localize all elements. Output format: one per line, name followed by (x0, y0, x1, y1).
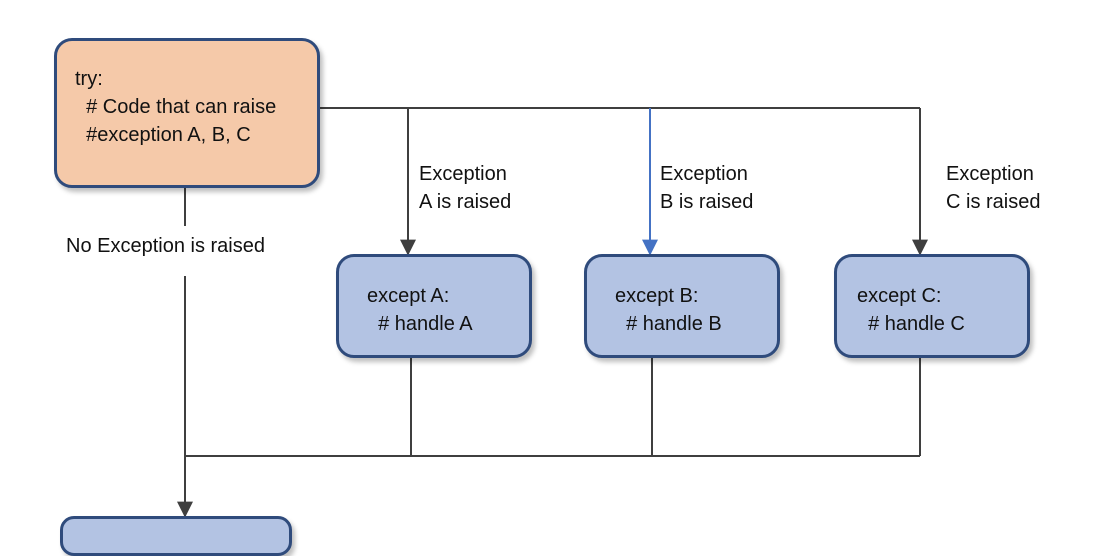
except-b-line-2: # handle B (615, 313, 722, 335)
except-b-line-1: except B: (615, 285, 699, 307)
except-c-line-1: except C: (857, 285, 942, 307)
flow-connectors (177, 107, 928, 518)
except-a-line-2: # handle A (367, 313, 473, 335)
branch-b-label: Exception B is raised (660, 163, 754, 213)
branch-a-label: Exception A is raised (419, 163, 512, 213)
except-c-line-2: # handle C (857, 313, 965, 335)
no-exception-label: No Exception is raised (66, 235, 265, 257)
except-a-line-1: except A: (367, 285, 450, 307)
try-block: try: # Code that can raise #exception A,… (54, 38, 320, 188)
branch-c-label: Exception C is raised (946, 163, 1041, 213)
try-line-3: #exception A, B, C (75, 124, 251, 146)
except-b-block: except B: # handle B (584, 254, 780, 358)
next-block (60, 516, 292, 556)
try-line-2: # Code that can raise (75, 96, 277, 118)
except-c-block: except C: # handle C (834, 254, 1030, 358)
except-a-block: except A: # handle A (336, 254, 532, 358)
try-line-1: try: (75, 68, 103, 90)
